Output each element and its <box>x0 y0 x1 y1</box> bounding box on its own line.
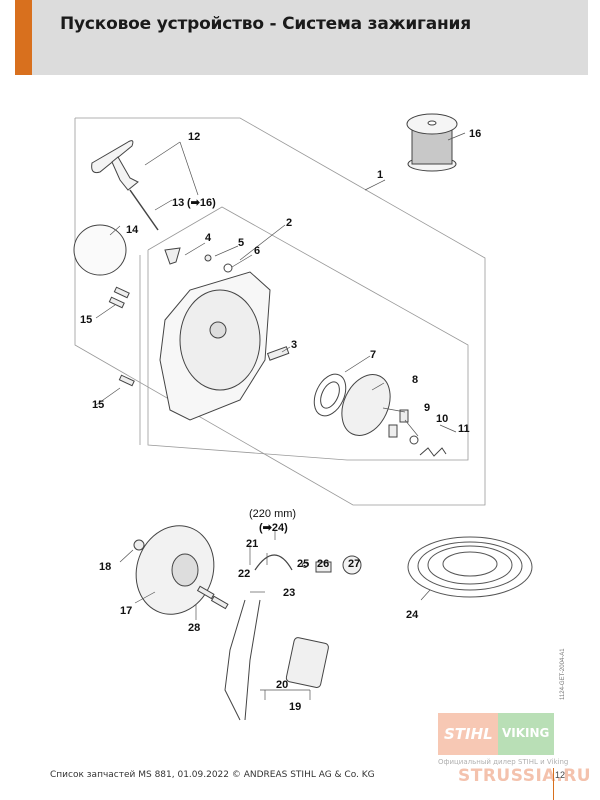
grommet-part <box>164 247 181 265</box>
callout-20: 20 <box>276 679 288 691</box>
page-number: 12 <box>555 770 566 780</box>
pin-part <box>266 346 290 361</box>
page-header: Пусковое устройство - Система зажигания <box>15 0 588 75</box>
rewind-spring-part <box>313 373 347 417</box>
spring-part <box>301 562 309 568</box>
ignition-module-part <box>285 637 329 688</box>
fan-housing-part <box>159 271 271 421</box>
dealer-site-watermark: STRUSSIA.RU <box>458 766 592 786</box>
callout-23: 23 <box>283 587 295 599</box>
pawl-part <box>399 409 409 423</box>
document-id: 1124-GET-2004-A1 <box>560 648 566 700</box>
callout-8: 8 <box>412 374 418 386</box>
flywheel-part <box>135 525 215 615</box>
stihl-logo-text: STIHL <box>444 725 493 743</box>
wiring-harness-part <box>224 599 261 721</box>
spring-clip-part <box>419 447 447 457</box>
cover-disc-part <box>73 224 127 276</box>
callout-11: 11 <box>458 423 470 435</box>
footer-copyright: Список запчастей MS 881, 01.09.2022 © AN… <box>50 770 375 780</box>
callout-15-upper: 15 <box>80 314 92 326</box>
washer-part <box>223 263 233 273</box>
callout-16: 16 <box>469 128 481 140</box>
starter-grip-part <box>91 140 159 231</box>
callout-9: 9 <box>424 402 430 414</box>
callout-24: 24 <box>406 609 419 621</box>
callout-26: 26 <box>317 558 329 570</box>
callout-24-ref: (➡24) <box>259 522 288 534</box>
callout-7: 7 <box>370 349 376 361</box>
screw-part <box>204 254 212 262</box>
leader-lines <box>95 132 466 700</box>
callout-22: 22 <box>238 568 250 580</box>
pawl-part-2 <box>388 424 398 438</box>
bolts-part <box>108 286 135 387</box>
callout-19: 19 <box>289 701 301 713</box>
rope-spool-part <box>406 113 458 172</box>
viking-logo-text: VIKING <box>502 726 550 740</box>
callout-5: 5 <box>238 237 244 249</box>
dealer-logo: STIHL VIKING <box>438 713 554 755</box>
callout-13-ref: (➡16) <box>187 197 216 209</box>
callout-3: 3 <box>291 339 297 351</box>
ignition-lead-part <box>254 554 293 571</box>
nut-part <box>133 539 145 551</box>
callout-6: 6 <box>254 245 260 257</box>
callout-10: 10 <box>436 413 448 425</box>
callout-21: 21 <box>246 538 258 550</box>
callout-12: 12 <box>188 131 200 143</box>
ignition-lead-coil-part <box>407 536 533 598</box>
callout-25: 25 <box>297 558 309 570</box>
callout-13: 13 <box>172 197 184 209</box>
callout-2: 2 <box>286 217 292 229</box>
assembly-frame-lines <box>74 117 486 506</box>
header-accent-bar <box>15 0 32 75</box>
washer-part-2 <box>409 435 419 445</box>
callout-15-lower: 15 <box>92 399 104 411</box>
page-title: Пусковое устройство - Система зажигания <box>60 14 471 34</box>
callout-14: 14 <box>126 224 139 236</box>
callout-18: 18 <box>99 561 111 573</box>
spark-plug-boot-part <box>315 561 332 573</box>
viking-logo: VIKING <box>498 713 554 755</box>
callout-1: 1 <box>377 169 383 181</box>
length-note: (220 mm) <box>249 508 296 520</box>
spark-plug-cap-part <box>342 555 362 575</box>
rope-rotor-part <box>341 374 391 436</box>
page-number-bar <box>553 768 554 800</box>
screws-part <box>196 585 229 610</box>
stihl-logo: STIHL <box>438 713 498 755</box>
callout-28: 28 <box>188 622 200 634</box>
callout-4: 4 <box>205 232 212 244</box>
dealer-caption: Официальный дилер STIHL и Viking <box>438 758 569 766</box>
callout-27: 27 <box>348 558 360 570</box>
callout-17: 17 <box>120 605 132 617</box>
